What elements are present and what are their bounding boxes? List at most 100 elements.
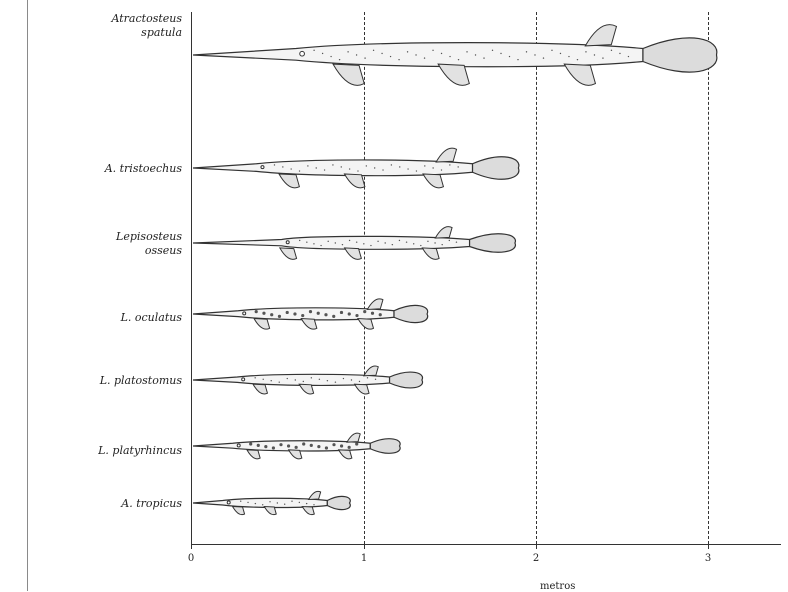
fish-spot bbox=[407, 168, 408, 169]
fish-spot bbox=[317, 312, 320, 315]
fish-spot bbox=[370, 245, 371, 246]
fish-spot bbox=[475, 54, 476, 55]
fish-spot bbox=[269, 501, 270, 502]
fish-spot bbox=[293, 312, 296, 315]
fish-tail bbox=[327, 496, 350, 509]
fish-spot bbox=[322, 53, 323, 54]
fish-spot bbox=[517, 59, 518, 60]
fish-body bbox=[193, 236, 470, 249]
fish-spot bbox=[407, 51, 408, 52]
fish-spot bbox=[340, 311, 343, 314]
fish-eye bbox=[300, 51, 305, 56]
fish-spot bbox=[509, 56, 510, 57]
fish-spot bbox=[349, 168, 350, 169]
fish-spot bbox=[327, 380, 328, 381]
fish-eye bbox=[286, 241, 289, 244]
fish-body bbox=[193, 374, 390, 385]
fish-spot bbox=[551, 50, 552, 51]
fish-spot bbox=[543, 57, 544, 58]
fish-spot bbox=[313, 504, 314, 505]
fish-spot bbox=[420, 245, 421, 246]
fish-spot bbox=[526, 51, 527, 52]
fish-spot bbox=[434, 242, 435, 243]
fish-spot bbox=[391, 164, 392, 165]
fish-2 bbox=[193, 148, 519, 188]
fish-spot bbox=[335, 242, 336, 243]
fish-spot bbox=[348, 446, 351, 449]
fish-spot bbox=[449, 240, 450, 241]
fish-spot bbox=[309, 310, 312, 313]
fish-spot bbox=[247, 502, 248, 503]
fish-spot bbox=[356, 54, 357, 55]
fish-spot bbox=[257, 444, 260, 447]
fish-spot bbox=[355, 314, 358, 317]
fish-spot bbox=[416, 170, 417, 171]
fish-eye bbox=[237, 444, 240, 447]
fish-spot bbox=[291, 501, 292, 502]
fish-spot bbox=[399, 166, 400, 167]
fish-fin-2 bbox=[358, 319, 374, 330]
fish-spot bbox=[363, 243, 364, 244]
fish-spot bbox=[287, 444, 290, 447]
fish-fin-2 bbox=[355, 384, 369, 394]
fish-spot bbox=[379, 313, 382, 316]
fish-spot bbox=[320, 245, 321, 246]
fish-spot bbox=[332, 164, 333, 165]
fish-spot bbox=[560, 53, 561, 54]
fish-fin-2 bbox=[302, 507, 314, 515]
fish-spot bbox=[424, 165, 425, 166]
fish-spot bbox=[364, 57, 365, 58]
fish-spot bbox=[356, 241, 357, 242]
fish-eye bbox=[243, 312, 246, 315]
fish-spot bbox=[240, 501, 241, 502]
fish-spot bbox=[413, 243, 414, 244]
fish-fin-4 bbox=[344, 174, 364, 188]
fish-spot bbox=[441, 169, 442, 170]
fish-spot bbox=[449, 56, 450, 57]
fish-body bbox=[193, 498, 327, 507]
fish-spot bbox=[254, 377, 255, 378]
fish-spot bbox=[363, 310, 366, 313]
fish-fin-2 bbox=[564, 64, 595, 85]
fish-spot bbox=[306, 503, 307, 504]
fish-7 bbox=[193, 491, 350, 514]
fish-3 bbox=[193, 227, 515, 260]
fish-spot bbox=[264, 445, 267, 448]
fish-spot bbox=[317, 445, 320, 448]
fish-spot bbox=[351, 379, 352, 380]
fish-spot bbox=[577, 59, 578, 60]
fish-spot bbox=[382, 169, 383, 170]
fish-spot bbox=[585, 51, 586, 52]
fish-spot bbox=[466, 51, 467, 52]
fish-eye bbox=[242, 378, 245, 381]
fish-spot bbox=[406, 241, 407, 242]
fish-spot bbox=[262, 504, 263, 505]
fish-spot bbox=[483, 57, 484, 58]
fish-fin-1 bbox=[436, 148, 456, 162]
fish-spot bbox=[359, 381, 360, 382]
fish-fin-4 bbox=[264, 507, 276, 515]
fish-spot bbox=[303, 381, 304, 382]
fish-fin-2 bbox=[422, 248, 439, 259]
fish-tail bbox=[390, 372, 423, 388]
fish-spot bbox=[271, 380, 272, 381]
fish-fin-1 bbox=[367, 299, 383, 310]
fish-spot bbox=[335, 381, 336, 382]
fish-spot bbox=[373, 50, 374, 51]
fish-spot bbox=[263, 379, 264, 380]
fish-spot bbox=[284, 504, 285, 505]
fish-spot bbox=[441, 53, 442, 54]
fish-tail bbox=[643, 38, 717, 72]
fish-spot bbox=[313, 243, 314, 244]
fish-spot bbox=[262, 312, 265, 315]
fish-spot bbox=[375, 379, 376, 380]
fish-fin-3 bbox=[254, 319, 270, 330]
fish-fin-3 bbox=[247, 450, 260, 459]
fish-1 bbox=[193, 25, 717, 86]
fish-spot bbox=[357, 170, 358, 171]
fish-spot bbox=[441, 244, 442, 245]
fish-spot bbox=[366, 165, 367, 166]
fish-spot bbox=[347, 51, 348, 52]
fish-fin-3 bbox=[279, 174, 299, 188]
